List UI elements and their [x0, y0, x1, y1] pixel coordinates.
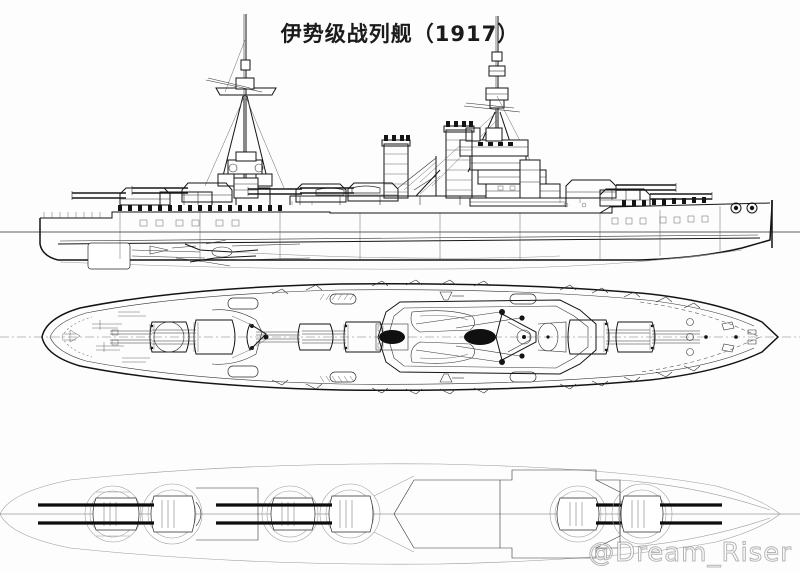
boat-cranes	[315, 156, 441, 197]
plan-hatch-marks	[319, 293, 355, 383]
schematic-turret-1	[611, 483, 722, 545]
plan-turret-5	[152, 319, 236, 355]
plan-turret-2	[567, 319, 650, 355]
funnel-aft	[381, 135, 411, 199]
forward-tripod-mast-bridge	[419, 16, 567, 207]
funnel-forward	[443, 121, 475, 199]
plan-deck-view	[0, 279, 800, 395]
plan-turret-4	[256, 323, 334, 351]
plan-superstructure	[375, 291, 597, 383]
bow-anchors	[730, 202, 758, 214]
plan-bow-fittings	[686, 318, 757, 356]
hull-plating-seams	[119, 206, 721, 260]
aft-tripod-mast	[204, 14, 285, 199]
secondary-guns-profile	[291, 199, 587, 208]
schematic-turret-5	[96, 483, 259, 545]
page-title: 伊势级战列舰（1917）	[280, 22, 520, 46]
plan-turret-6	[110, 321, 190, 353]
plan-secondary-gun-marks	[271, 279, 701, 395]
plan-turret-3	[302, 321, 384, 353]
stern-underwater-gear	[87, 239, 311, 270]
turret-profile-1	[599, 188, 713, 207]
plan-funnel-forward	[464, 329, 496, 345]
turret-profile-4	[247, 183, 347, 203]
turret-profile-2	[565, 179, 677, 199]
hull-profile	[39, 200, 773, 270]
turret-profile-5	[131, 182, 233, 203]
turret-profile-6	[71, 187, 171, 206]
turret-profile-3	[300, 182, 399, 202]
deck-railing-stanchions	[43, 197, 758, 218]
schematic-turret-3	[274, 475, 415, 553]
side-profile-view	[0, 14, 800, 270]
plan-funnel-aft	[379, 330, 405, 344]
casemate-ports	[139, 215, 709, 227]
plan-hull-outline	[41, 282, 780, 392]
plan-deck-boats	[227, 293, 537, 383]
schematic-hull-outline	[0, 463, 781, 565]
turret-arc-schematic	[0, 463, 800, 565]
